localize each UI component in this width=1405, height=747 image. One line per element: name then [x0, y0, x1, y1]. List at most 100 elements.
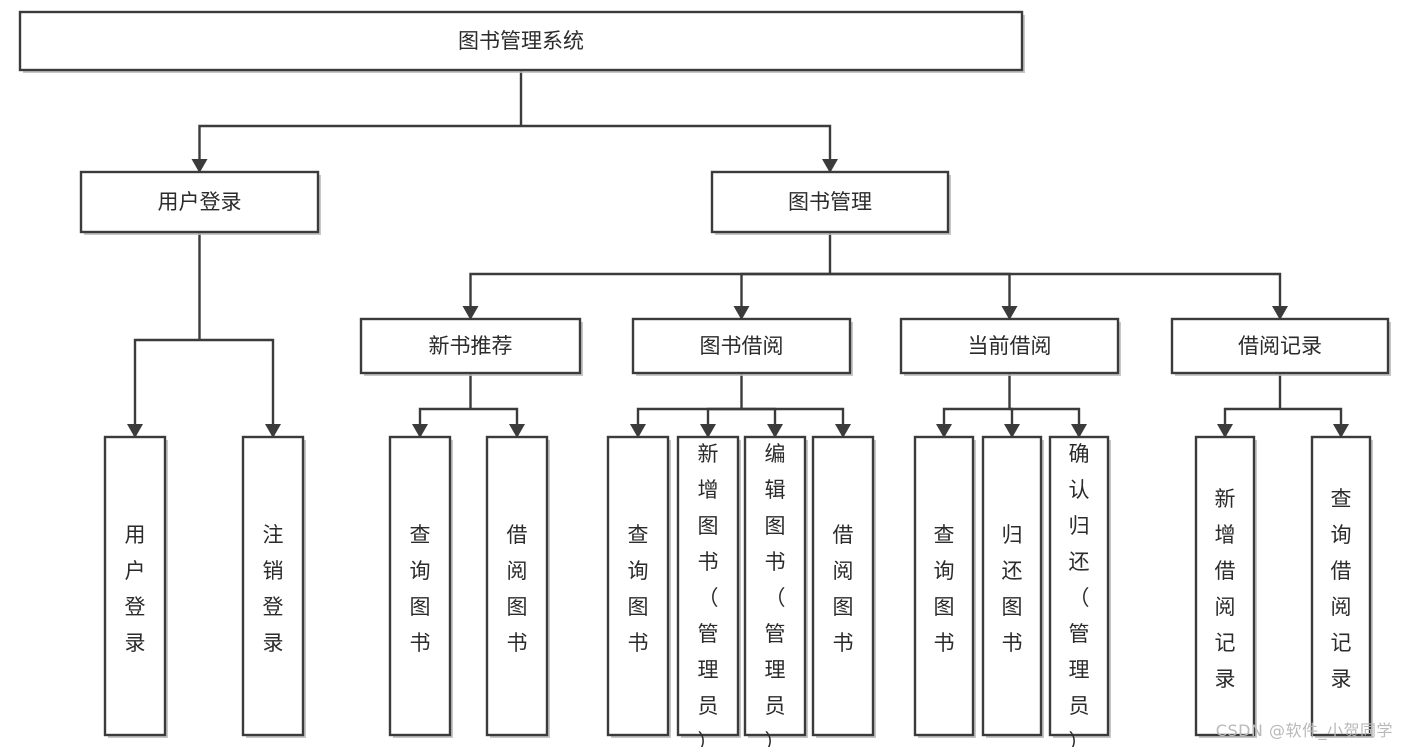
- node-label: 图书管理: [788, 190, 872, 214]
- node-label: 确认归还（管理员）: [1069, 442, 1090, 747]
- connector-branch: [1280, 407, 1343, 436]
- node-box[interactable]: [606, 435, 670, 737]
- connector-branch: [830, 272, 1282, 318]
- node-box[interactable]: [631, 317, 852, 375]
- node-label: 查询图书: [628, 523, 649, 655]
- arrow-head-icon: [127, 424, 143, 438]
- arrow-head-icon: [767, 424, 783, 438]
- node-box[interactable]: [1310, 435, 1372, 737]
- arrow-head-icon: [1272, 306, 1288, 320]
- arrow-head-icon: [630, 424, 646, 438]
- node-book-borrow[interactable]: 图书借阅: [631, 317, 853, 376]
- node-box[interactable]: [79, 170, 320, 234]
- node-box[interactable]: [1194, 435, 1256, 737]
- node-box[interactable]: [743, 435, 807, 737]
- connector-branch: [942, 407, 1010, 436]
- arrow-head-icon: [700, 424, 716, 438]
- node-borrow-query-book[interactable]: 查询图书: [606, 435, 671, 738]
- node-box[interactable]: [676, 435, 740, 737]
- arrow-head-icon: [1333, 424, 1349, 438]
- node-box[interactable]: [811, 435, 875, 737]
- arrow-head-icon: [265, 424, 281, 438]
- node-current-query-book[interactable]: 查询图书: [913, 435, 976, 738]
- connector-branch: [199, 338, 275, 436]
- node-user-logout-leaf[interactable]: 注销登录: [241, 435, 306, 738]
- node-borrow-edit-book[interactable]: 编辑图书（管理员）: [743, 435, 808, 747]
- node-box[interactable]: [710, 170, 950, 234]
- node-box[interactable]: [388, 435, 452, 737]
- node-borrow-borrow-book[interactable]: 借阅图书: [811, 435, 876, 738]
- node-box[interactable]: [913, 435, 975, 737]
- connector-branch: [741, 407, 777, 436]
- node-label: 查询借阅记录: [1331, 487, 1352, 691]
- connector-branch: [198, 124, 521, 171]
- connector-branch: [418, 407, 471, 436]
- node-records-query[interactable]: 查询借阅记录: [1310, 435, 1373, 738]
- node-user-login[interactable]: 用户登录: [79, 170, 321, 235]
- node-box[interactable]: [241, 435, 305, 737]
- connector-branch: [706, 407, 742, 436]
- arrow-head-icon: [936, 424, 952, 438]
- connector-branch: [470, 407, 519, 436]
- arrow-head-icon: [822, 159, 838, 173]
- node-label: 查询图书: [410, 523, 431, 655]
- node-layer: 图书管理系统用户登录图书管理用户登录注销登录新书推荐查询图书借阅图书图书借阅查询…: [18, 10, 1391, 747]
- node-label: 新增借阅记录: [1215, 487, 1236, 691]
- node-label: 用户登录: [158, 190, 242, 214]
- node-label: 注销登录: [263, 523, 284, 655]
- node-borrow-records[interactable]: 借阅记录: [1170, 317, 1391, 376]
- connector-layer: [127, 70, 1349, 438]
- node-current-borrow[interactable]: 当前借阅: [899, 317, 1121, 376]
- connector-branch: [1223, 407, 1280, 436]
- node-label: 新书推荐: [429, 334, 513, 358]
- node-recommend-borrow-book[interactable]: 借阅图书: [485, 435, 550, 738]
- node-label: 查询图书: [934, 523, 955, 655]
- connector-branch: [1009, 407, 1081, 436]
- arrow-head-icon: [1217, 424, 1233, 438]
- node-recommend-query-book[interactable]: 查询图书: [388, 435, 453, 738]
- connector-branch: [741, 407, 845, 436]
- node-label: 新增图书（管理员）: [698, 442, 719, 747]
- connector-branch: [636, 407, 742, 436]
- connector-branch: [521, 124, 832, 171]
- node-box[interactable]: [981, 435, 1043, 737]
- arrow-head-icon: [835, 424, 851, 438]
- arrow-head-icon: [509, 424, 525, 438]
- node-label: 借阅图书: [507, 523, 528, 655]
- node-current-confirm-return[interactable]: 确认归还（管理员）: [1048, 435, 1111, 747]
- node-box[interactable]: [899, 317, 1120, 375]
- arrow-head-icon: [733, 306, 750, 320]
- node-box[interactable]: [485, 435, 549, 737]
- node-label: 借阅图书: [833, 523, 854, 655]
- node-records-add[interactable]: 新增借阅记录: [1194, 435, 1257, 738]
- node-root[interactable]: 图书管理系统: [18, 10, 1025, 73]
- node-box[interactable]: [359, 317, 582, 375]
- node-user-login-leaf[interactable]: 用户登录: [103, 435, 168, 738]
- node-box[interactable]: [1048, 435, 1110, 737]
- node-box[interactable]: [103, 435, 167, 737]
- arrow-head-icon: [462, 306, 479, 320]
- node-new-book-recommend[interactable]: 新书推荐: [359, 317, 583, 376]
- connector-branch: [469, 272, 830, 318]
- node-label: 归还图书: [1002, 523, 1023, 655]
- arrow-head-icon: [1001, 306, 1018, 320]
- arrow-head-icon: [1004, 424, 1020, 438]
- node-label: 当前借阅: [968, 334, 1052, 358]
- connector-branch: [740, 272, 830, 318]
- node-book-management[interactable]: 图书管理: [710, 170, 951, 235]
- arrow-head-icon: [412, 424, 428, 438]
- node-label: 编辑图书（管理员）: [765, 442, 786, 747]
- node-label: 图书借阅: [700, 334, 784, 358]
- node-label: 图书管理系统: [458, 29, 584, 53]
- connector-branch: [830, 272, 1011, 318]
- node-box[interactable]: [1170, 317, 1390, 375]
- node-borrow-add-book[interactable]: 新增图书（管理员）: [676, 435, 741, 747]
- node-box[interactable]: [18, 10, 1024, 72]
- node-current-return-book[interactable]: 归还图书: [981, 435, 1044, 738]
- arrow-head-icon: [1071, 424, 1087, 438]
- connector-branch: [133, 338, 200, 436]
- arrow-head-icon: [191, 159, 208, 173]
- node-label: 借阅记录: [1238, 334, 1322, 358]
